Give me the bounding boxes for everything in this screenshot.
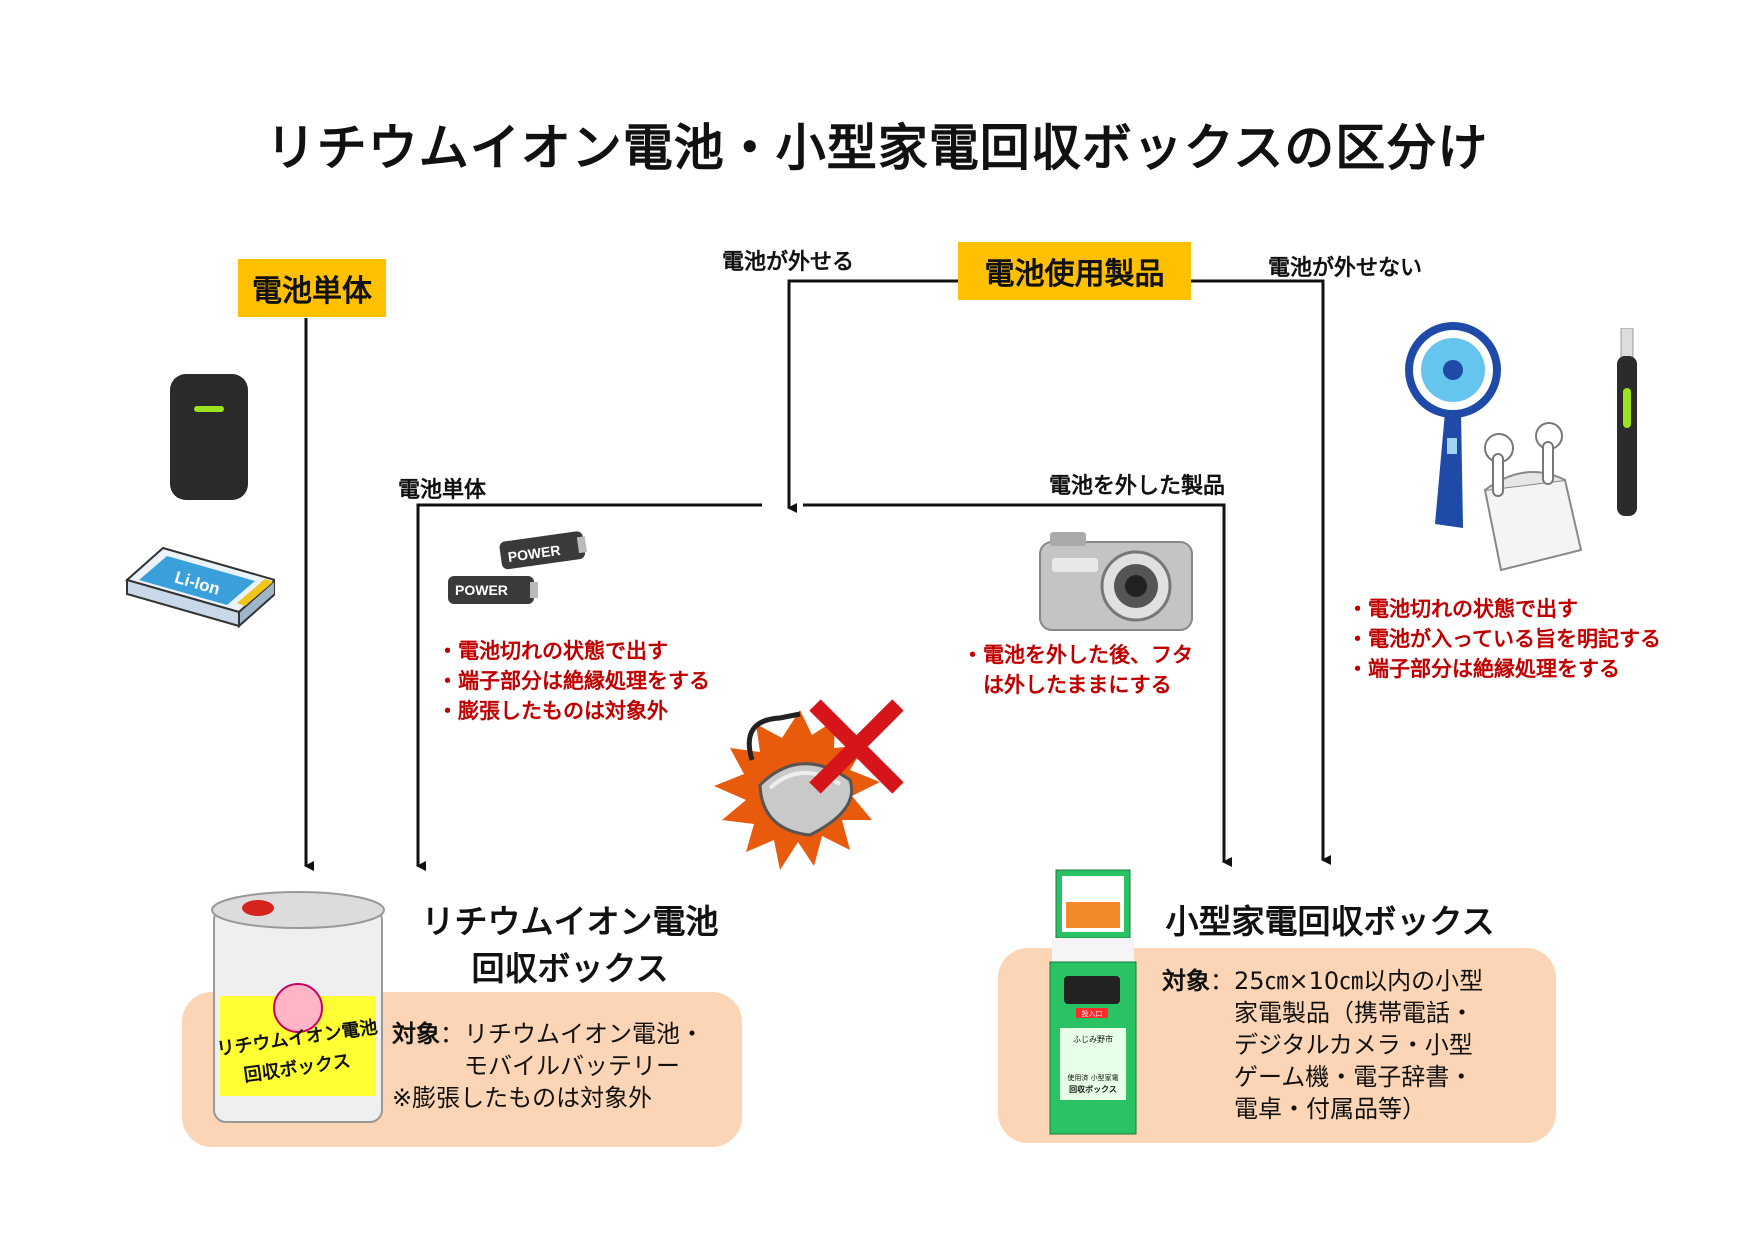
power-batteries-icon: POWER POWER bbox=[444, 528, 590, 608]
single-branch-label: 電池単体 bbox=[398, 478, 487, 503]
li-ion-battery-icon: Li-Ion bbox=[115, 540, 275, 640]
note-item: ・端子部分は絶縁処理をする bbox=[1347, 657, 1620, 681]
arrow-single-branch bbox=[416, 503, 762, 871]
lithium-box-title: リチウムイオン電池 回収ボックス bbox=[421, 902, 719, 988]
handheld-fan-icon bbox=[1403, 318, 1503, 528]
lithium-target: 対象： リチウムイオン電池・ モバイルバッテリー ※膨張したものは対象外 bbox=[392, 1018, 704, 1114]
target-line: 家電製品（携帯電話・ bbox=[1234, 999, 1474, 1027]
slot-label: 投入口 bbox=[1082, 1009, 1103, 1018]
machine-text-2: 使用済 小型家電 bbox=[1067, 1073, 1118, 1082]
appliance-target: 対象： 25㎝×10㎝以内の小型 家電製品（携帯電話・ デジタルカメラ・小型 ゲ… bbox=[1162, 965, 1483, 1125]
target-note: ※膨張したものは対象外 bbox=[392, 1084, 653, 1112]
product-notes: ・電池切れの状態で出す ・電池が入っている旨を明記する ・端子部分は絶縁処理をす… bbox=[1347, 594, 1661, 684]
battery-product-label: 電池使用製品 bbox=[958, 242, 1191, 300]
machine-text-1: ふじみ野市 bbox=[1073, 1034, 1113, 1044]
vape-pen-icon bbox=[1612, 328, 1642, 518]
power-text-2: POWER bbox=[455, 582, 508, 598]
note-item: は外したままにする bbox=[962, 673, 1172, 697]
power-text-1: POWER bbox=[507, 542, 562, 565]
lithium-collection-can: リチウムイオン電池 回収ボックス bbox=[200, 888, 395, 1126]
note-item: ・電池を外した後、フタ bbox=[962, 643, 1193, 667]
appliance-box-title: 小型家電回収ボックス bbox=[1165, 902, 1495, 941]
removed-product-label: 電池を外した製品 bbox=[1049, 474, 1226, 499]
note-item: ・膨張したものは対象外 bbox=[437, 699, 668, 723]
battery-single-label: 電池単体 bbox=[238, 259, 386, 317]
note-item: ・電池切れの状態で出す bbox=[1347, 597, 1578, 621]
single-notes: ・電池切れの状態で出す ・端子部分は絶縁処理をする ・膨張したものは対象外 bbox=[437, 636, 710, 726]
target-line: ゲーム機・電子辞書・ bbox=[1234, 1063, 1474, 1091]
earbuds-icon bbox=[1475, 420, 1585, 575]
page-title: リチウムイオン電池・小型家電回収ボックスの区分け bbox=[265, 119, 1489, 177]
target-line: 25㎝×10㎝以内の小型 bbox=[1234, 967, 1484, 995]
mobile-battery-icon bbox=[164, 370, 254, 505]
target-line: デジタルカメラ・小型 bbox=[1234, 1031, 1473, 1059]
target-line: 電卓・付属品等） bbox=[1234, 1095, 1426, 1123]
arrow-removed-product bbox=[803, 503, 1232, 867]
arrow-not-removable bbox=[1190, 279, 1331, 865]
machine-text-3: 回収ボックス bbox=[1069, 1084, 1117, 1094]
camera-icon bbox=[1036, 528, 1196, 634]
swollen-battery-icon bbox=[700, 690, 910, 880]
appliance-collection-box: 投入口 ふじみ野市 使用済 小型家電 回収ボックス bbox=[1048, 866, 1138, 1136]
note-item: ・端子部分は絶縁処理をする bbox=[437, 669, 710, 693]
removable-label: 電池が外せる bbox=[722, 250, 855, 275]
target-label: 対象： bbox=[392, 1020, 464, 1048]
removed-notes: ・電池を外した後、フタ は外したままにする bbox=[962, 640, 1193, 700]
note-item: ・電池切れの状態で出す bbox=[437, 639, 668, 663]
note-item: ・電池が入っている旨を明記する bbox=[1347, 627, 1661, 651]
target-line: リチウムイオン電池・ bbox=[464, 1020, 704, 1048]
target-line: モバイルバッテリー bbox=[464, 1052, 680, 1080]
target-label: 対象： bbox=[1162, 967, 1234, 995]
arrow-removable bbox=[787, 279, 958, 513]
not-removable-label: 電池が外せない bbox=[1268, 256, 1423, 281]
